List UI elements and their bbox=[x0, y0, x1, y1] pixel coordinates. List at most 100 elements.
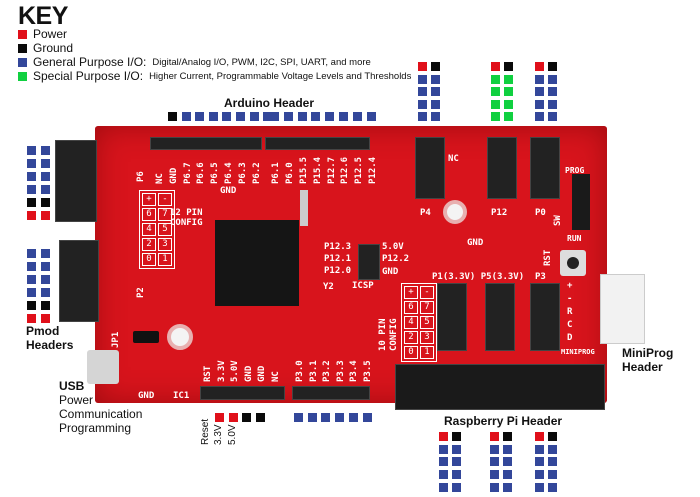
5v0-label: 5.0V bbox=[227, 424, 238, 445]
silk-label: P6.2 bbox=[251, 162, 262, 184]
silk-icsp-5: P12.2 bbox=[382, 254, 410, 264]
config-cell: 6 bbox=[404, 301, 418, 314]
mounting-hole bbox=[443, 200, 467, 224]
silk-label: P6.7 bbox=[182, 162, 193, 184]
pmod-top-pin bbox=[491, 99, 500, 109]
rpi-pin bbox=[503, 482, 512, 492]
pmod-top-pin bbox=[548, 62, 557, 71]
pmod-pin-top bbox=[27, 185, 36, 194]
silk-label: P6.4 bbox=[224, 162, 234, 184]
key-detail: Higher Current, Programmable Voltage Lev… bbox=[149, 70, 412, 82]
rpi-pin bbox=[548, 457, 557, 467]
silk-icsp-3: P12.0 bbox=[324, 266, 352, 276]
config-cell: 2 bbox=[142, 238, 156, 251]
rpi-pin bbox=[452, 444, 461, 454]
silk-label: 3.3V bbox=[216, 360, 227, 382]
rpi-pin bbox=[548, 444, 557, 454]
silk-gnd-3: GND bbox=[138, 391, 155, 401]
pmod-pin-bottom bbox=[27, 275, 36, 284]
pmod-pin-top bbox=[41, 159, 50, 168]
silk-label: P12.4 bbox=[368, 156, 378, 184]
pmod-top-pin bbox=[431, 112, 440, 122]
silk-icsp-label: ICSP bbox=[352, 281, 374, 291]
jp1-jumper bbox=[133, 331, 159, 343]
silk-rst: RST bbox=[543, 249, 553, 266]
config-cell: 5 bbox=[420, 316, 434, 329]
p3-pin bbox=[294, 413, 303, 422]
pmod-pin-bottom bbox=[27, 288, 36, 297]
pmod-pin-top bbox=[41, 185, 50, 194]
pmod-label-1: Pmod bbox=[26, 324, 60, 338]
rpi-pin bbox=[490, 444, 499, 454]
key-label: Power bbox=[33, 27, 68, 41]
silk-label: NC bbox=[155, 173, 165, 184]
silk-p6: P6 bbox=[136, 171, 146, 182]
silk-icsp-4: 5.0V bbox=[382, 242, 404, 252]
silk-label: 5.0V bbox=[230, 360, 240, 382]
silk-gnd: GND bbox=[467, 238, 484, 248]
key-gpio: General Purpose I/O:Digital/Analog I/O, … bbox=[18, 55, 371, 69]
silk-label: P3.0 bbox=[295, 360, 305, 382]
key-spio: Special Purpose I/O:Higher Current, Prog… bbox=[18, 69, 411, 83]
pmod-header-bottom bbox=[59, 240, 99, 322]
silk-12pin: 12 PIN bbox=[170, 208, 203, 218]
rpi-pin bbox=[503, 457, 512, 467]
rpi-pin bbox=[439, 470, 448, 480]
silk-label: P3.3 bbox=[335, 360, 346, 382]
pmod-top-pin bbox=[535, 74, 544, 84]
arduino-header-label: Arduino Header bbox=[224, 96, 315, 110]
pmod-pin-top bbox=[41, 198, 50, 207]
pmod-top-pin bbox=[491, 62, 500, 71]
arduino-pin bbox=[263, 112, 273, 121]
config-cell: 7 bbox=[420, 301, 434, 314]
rpi-pin bbox=[548, 470, 557, 480]
rpi-pin bbox=[535, 482, 544, 492]
silk-label: P15.4 bbox=[312, 156, 323, 184]
pmod-top-pin bbox=[431, 87, 440, 97]
reset-label: Reset bbox=[200, 418, 211, 445]
silk-p2: P2 bbox=[136, 287, 146, 298]
pmod-pin-bottom bbox=[41, 275, 50, 284]
silk-label: D bbox=[567, 333, 573, 343]
config-cell: + bbox=[142, 193, 156, 206]
pmod-pin-bottom bbox=[27, 262, 36, 271]
config-cell: 7 bbox=[158, 208, 172, 221]
p3-pin bbox=[362, 413, 372, 422]
miniprog-label-2: Header bbox=[622, 360, 663, 374]
silk-label: P15.5 bbox=[299, 156, 309, 184]
rpi-pin bbox=[535, 470, 544, 480]
pmod-top-pin bbox=[418, 62, 427, 71]
config-cell: - bbox=[420, 286, 434, 299]
usb-connector bbox=[87, 350, 119, 384]
rpi-pin bbox=[452, 457, 461, 467]
silk-icsp-1: P12.3 bbox=[324, 242, 352, 252]
rpi-pin bbox=[439, 444, 448, 454]
raspberry-pi-header bbox=[395, 364, 605, 410]
rpi-pin bbox=[490, 482, 499, 492]
config-cell: 3 bbox=[420, 331, 434, 344]
pmod-top-pin bbox=[504, 112, 513, 122]
silk-label: P12.5 bbox=[354, 156, 365, 184]
arduino-pin bbox=[181, 112, 191, 121]
pmod-top-pin bbox=[535, 112, 544, 122]
silk-label: NC bbox=[270, 371, 281, 382]
arduino-pin bbox=[311, 112, 321, 121]
pmod-top-pin bbox=[491, 74, 500, 84]
config-cell: 5 bbox=[158, 223, 172, 236]
silk-label: P6.1 bbox=[271, 162, 282, 184]
silk-icsp-6: GND bbox=[382, 267, 399, 277]
silk-label: GND bbox=[257, 365, 267, 382]
pmod-top-pin bbox=[431, 62, 440, 71]
run-prog-switch bbox=[572, 174, 590, 230]
rpi-pin bbox=[548, 432, 557, 441]
pmod-pin-top bbox=[41, 172, 50, 181]
pmod-top-pin bbox=[548, 87, 557, 97]
pmod-pin-top bbox=[27, 159, 36, 168]
config-cell: 4 bbox=[404, 316, 418, 329]
rpi-pin bbox=[503, 432, 512, 441]
pmod-pin-top bbox=[27, 198, 36, 207]
3v3-label: 3.3V bbox=[213, 424, 224, 445]
